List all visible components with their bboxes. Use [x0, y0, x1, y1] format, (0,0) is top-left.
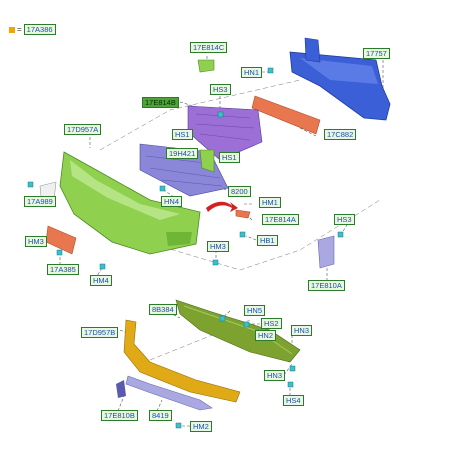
- callout-17c882[interactable]: 17C882: [324, 129, 357, 140]
- callout-17e810b[interactable]: 17E810B: [101, 410, 138, 421]
- callout-hm2[interactable]: HM2: [190, 421, 212, 432]
- callout-hs2[interactable]: HS2: [261, 318, 282, 329]
- reinforcement-beam: [289, 37, 391, 121]
- legend-equals: =: [17, 25, 22, 34]
- callout-17e814a[interactable]: 17E814A: [262, 214, 299, 225]
- legend-part-callout[interactable]: 17A386: [23, 24, 56, 35]
- lower-strip-8419: [125, 375, 213, 411]
- callout-hm1[interactable]: HM1: [259, 197, 281, 208]
- callout-hn2[interactable]: HN2: [255, 330, 277, 341]
- callout-17757[interactable]: 17757: [363, 48, 390, 59]
- callout-hn3-b[interactable]: HN3: [264, 370, 286, 381]
- energy-absorber-upper: [251, 95, 321, 135]
- callout-17d957b[interactable]: 17D957B: [81, 327, 119, 338]
- callout-hn5[interactable]: HN5: [244, 305, 266, 316]
- lower-spoiler: [123, 319, 241, 403]
- callout-8200[interactable]: 8200: [228, 186, 251, 197]
- callout-17e814c[interactable]: 17E814C: [190, 42, 228, 53]
- callout-17a989[interactable]: 17A989: [24, 196, 56, 207]
- callout-hs4[interactable]: HS4: [283, 395, 304, 406]
- front-bumper-cover: [59, 151, 201, 255]
- callout-hs3-right[interactable]: HS3: [334, 214, 355, 225]
- bracket-19h421: [199, 149, 215, 173]
- callout-17d957a[interactable]: 17D957A: [64, 124, 102, 135]
- callout-17e814b[interactable]: 17E814B: [142, 97, 179, 108]
- side-bracket-17e810a: [317, 235, 335, 269]
- bracket-17e814c: [197, 59, 215, 73]
- lower-absorber: [175, 299, 301, 363]
- callout-hn1[interactable]: HN1: [241, 67, 263, 78]
- callout-hs3-top[interactable]: HS3: [210, 84, 231, 95]
- callout-hm3-left[interactable]: HM3: [25, 236, 47, 247]
- bracket-17e814a: [235, 209, 251, 219]
- callout-19h421[interactable]: 19H421: [166, 148, 199, 159]
- callout-hs1-a[interactable]: HS1: [172, 129, 193, 140]
- callout-8419[interactable]: 8419: [149, 410, 172, 421]
- callout-17e810a[interactable]: 17E810A: [308, 280, 345, 291]
- bracket-17e810b: [116, 380, 126, 398]
- callout-hm4[interactable]: HM4: [90, 275, 112, 286]
- callout-hs1-b[interactable]: HS1: [219, 152, 240, 163]
- callout-hm3-mid[interactable]: HM3: [207, 241, 229, 252]
- callout-hn4[interactable]: HN4: [161, 196, 183, 207]
- legend: = 17A386: [9, 24, 56, 35]
- callout-8b384[interactable]: 8B384: [149, 304, 177, 315]
- legend-swatch: [9, 26, 15, 33]
- callout-hn3-a[interactable]: HN3: [291, 325, 313, 336]
- direction-arrow: [206, 201, 238, 212]
- callout-17a385[interactable]: 17A385: [47, 264, 79, 275]
- callout-hb1[interactable]: HB1: [257, 235, 278, 246]
